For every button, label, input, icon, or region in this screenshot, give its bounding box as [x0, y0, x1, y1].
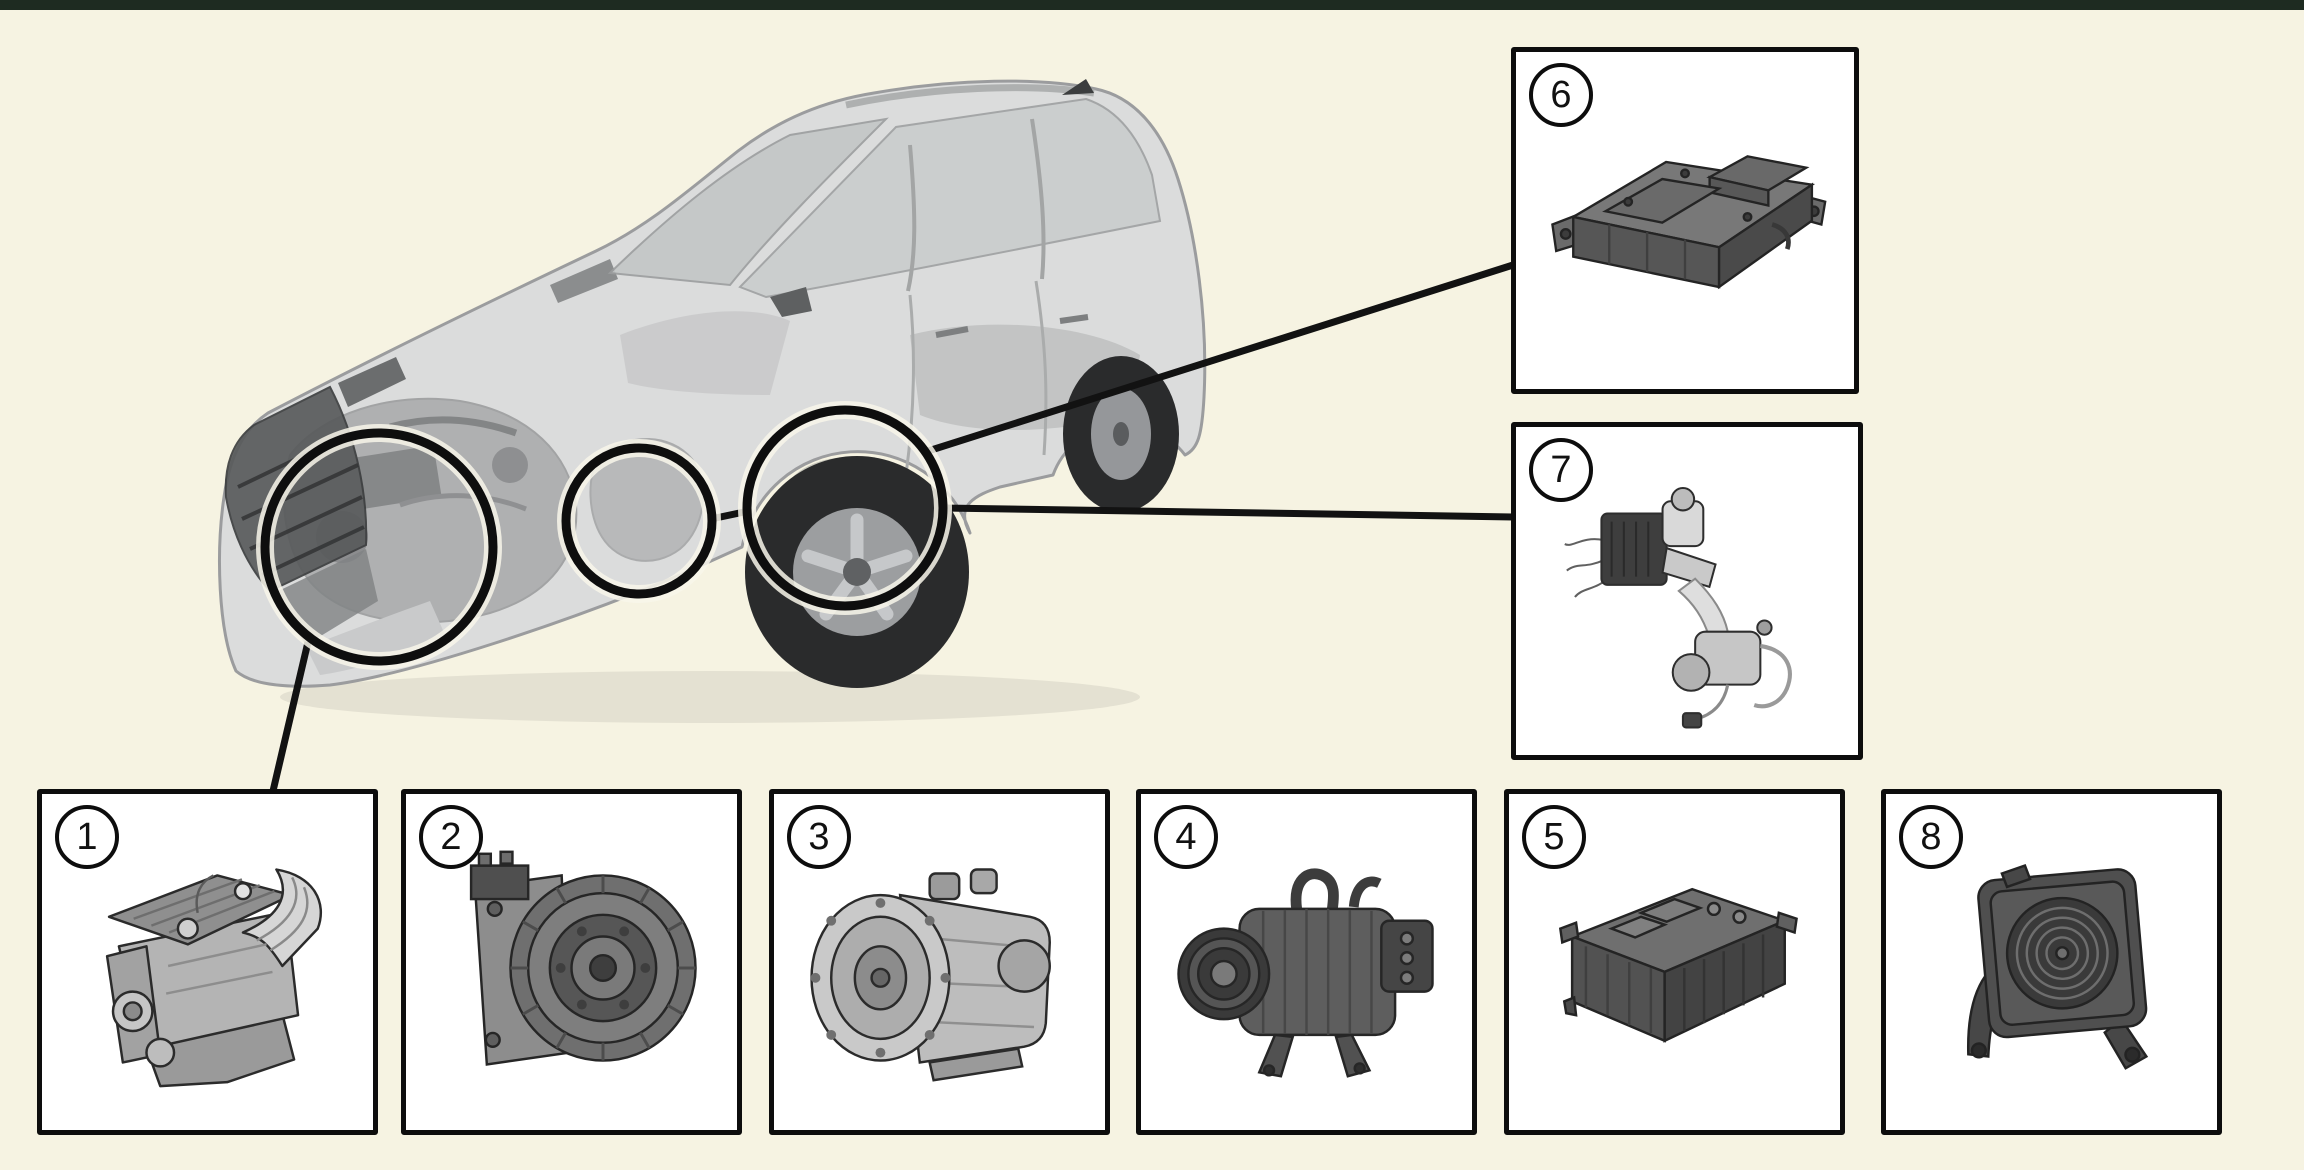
- part-box-2: 2: [401, 789, 742, 1135]
- callout-number-badge: 5: [1522, 805, 1586, 869]
- antenna-fin: [1062, 79, 1094, 95]
- callout-number-badge: 6: [1529, 63, 1593, 127]
- ground-shadow: [280, 671, 1140, 723]
- drive-motor-clutch-illustration: [469, 850, 697, 1066]
- callout-number-badge: 1: [55, 805, 119, 869]
- brake-actuation-unit-illustration: [1564, 487, 1792, 729]
- glass: [607, 97, 1162, 299]
- transmission-illustration: [810, 868, 1051, 1082]
- power-control-unit-illustration: [1558, 887, 1798, 1043]
- high-voltage-battery-illustration: [1551, 155, 1827, 290]
- callout-number-badge: 3: [787, 805, 851, 869]
- engine-illustration: [105, 868, 323, 1088]
- door-mirror: [770, 287, 812, 317]
- rear-wheel: [1063, 356, 1179, 512]
- part-box-1: 1: [37, 789, 378, 1135]
- motor-generator-illustration: [1177, 868, 1434, 1078]
- roof-rail: [845, 84, 1095, 109]
- part-box-4: 4: [1136, 789, 1477, 1135]
- suv-cutaway-illustration: [218, 79, 1207, 723]
- part-box-5: 5: [1504, 789, 1845, 1135]
- part-box-7: 7: [1511, 422, 1863, 760]
- callout-number-badge: 8: [1899, 805, 1963, 869]
- top-accent-strip: [0, 0, 2304, 10]
- part-box-3: 3: [769, 789, 1110, 1135]
- front-wheel: [745, 456, 969, 688]
- callout-number-badge: 7: [1529, 438, 1593, 502]
- part-box-8: 8: [1881, 789, 2222, 1135]
- part-box-6: 6: [1511, 47, 1859, 394]
- engine-sound-speaker-illustration: [1966, 864, 2149, 1070]
- callout-number-badge: 4: [1154, 805, 1218, 869]
- callout-number-badge: 2: [419, 805, 483, 869]
